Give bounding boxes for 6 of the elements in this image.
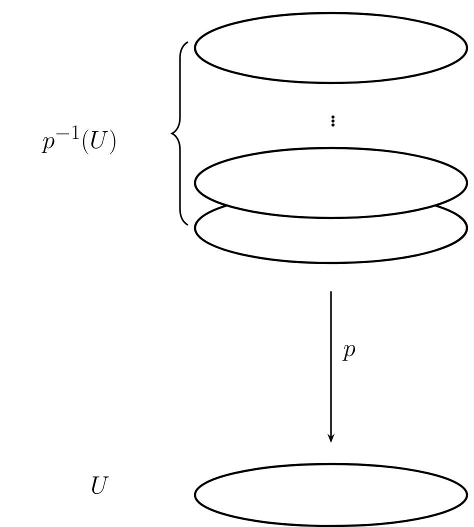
vertical-ellipsis: $\vdots$ bbox=[331, 115, 335, 127]
edge-label: $p$ bbox=[341, 343, 358, 363]
ellipse bbox=[194, 12, 468, 84]
math-label: $p^{-1}(U)$ bbox=[42, 125, 116, 154]
ellipse bbox=[194, 146, 468, 220]
math-label: $U$ bbox=[92, 476, 109, 494]
